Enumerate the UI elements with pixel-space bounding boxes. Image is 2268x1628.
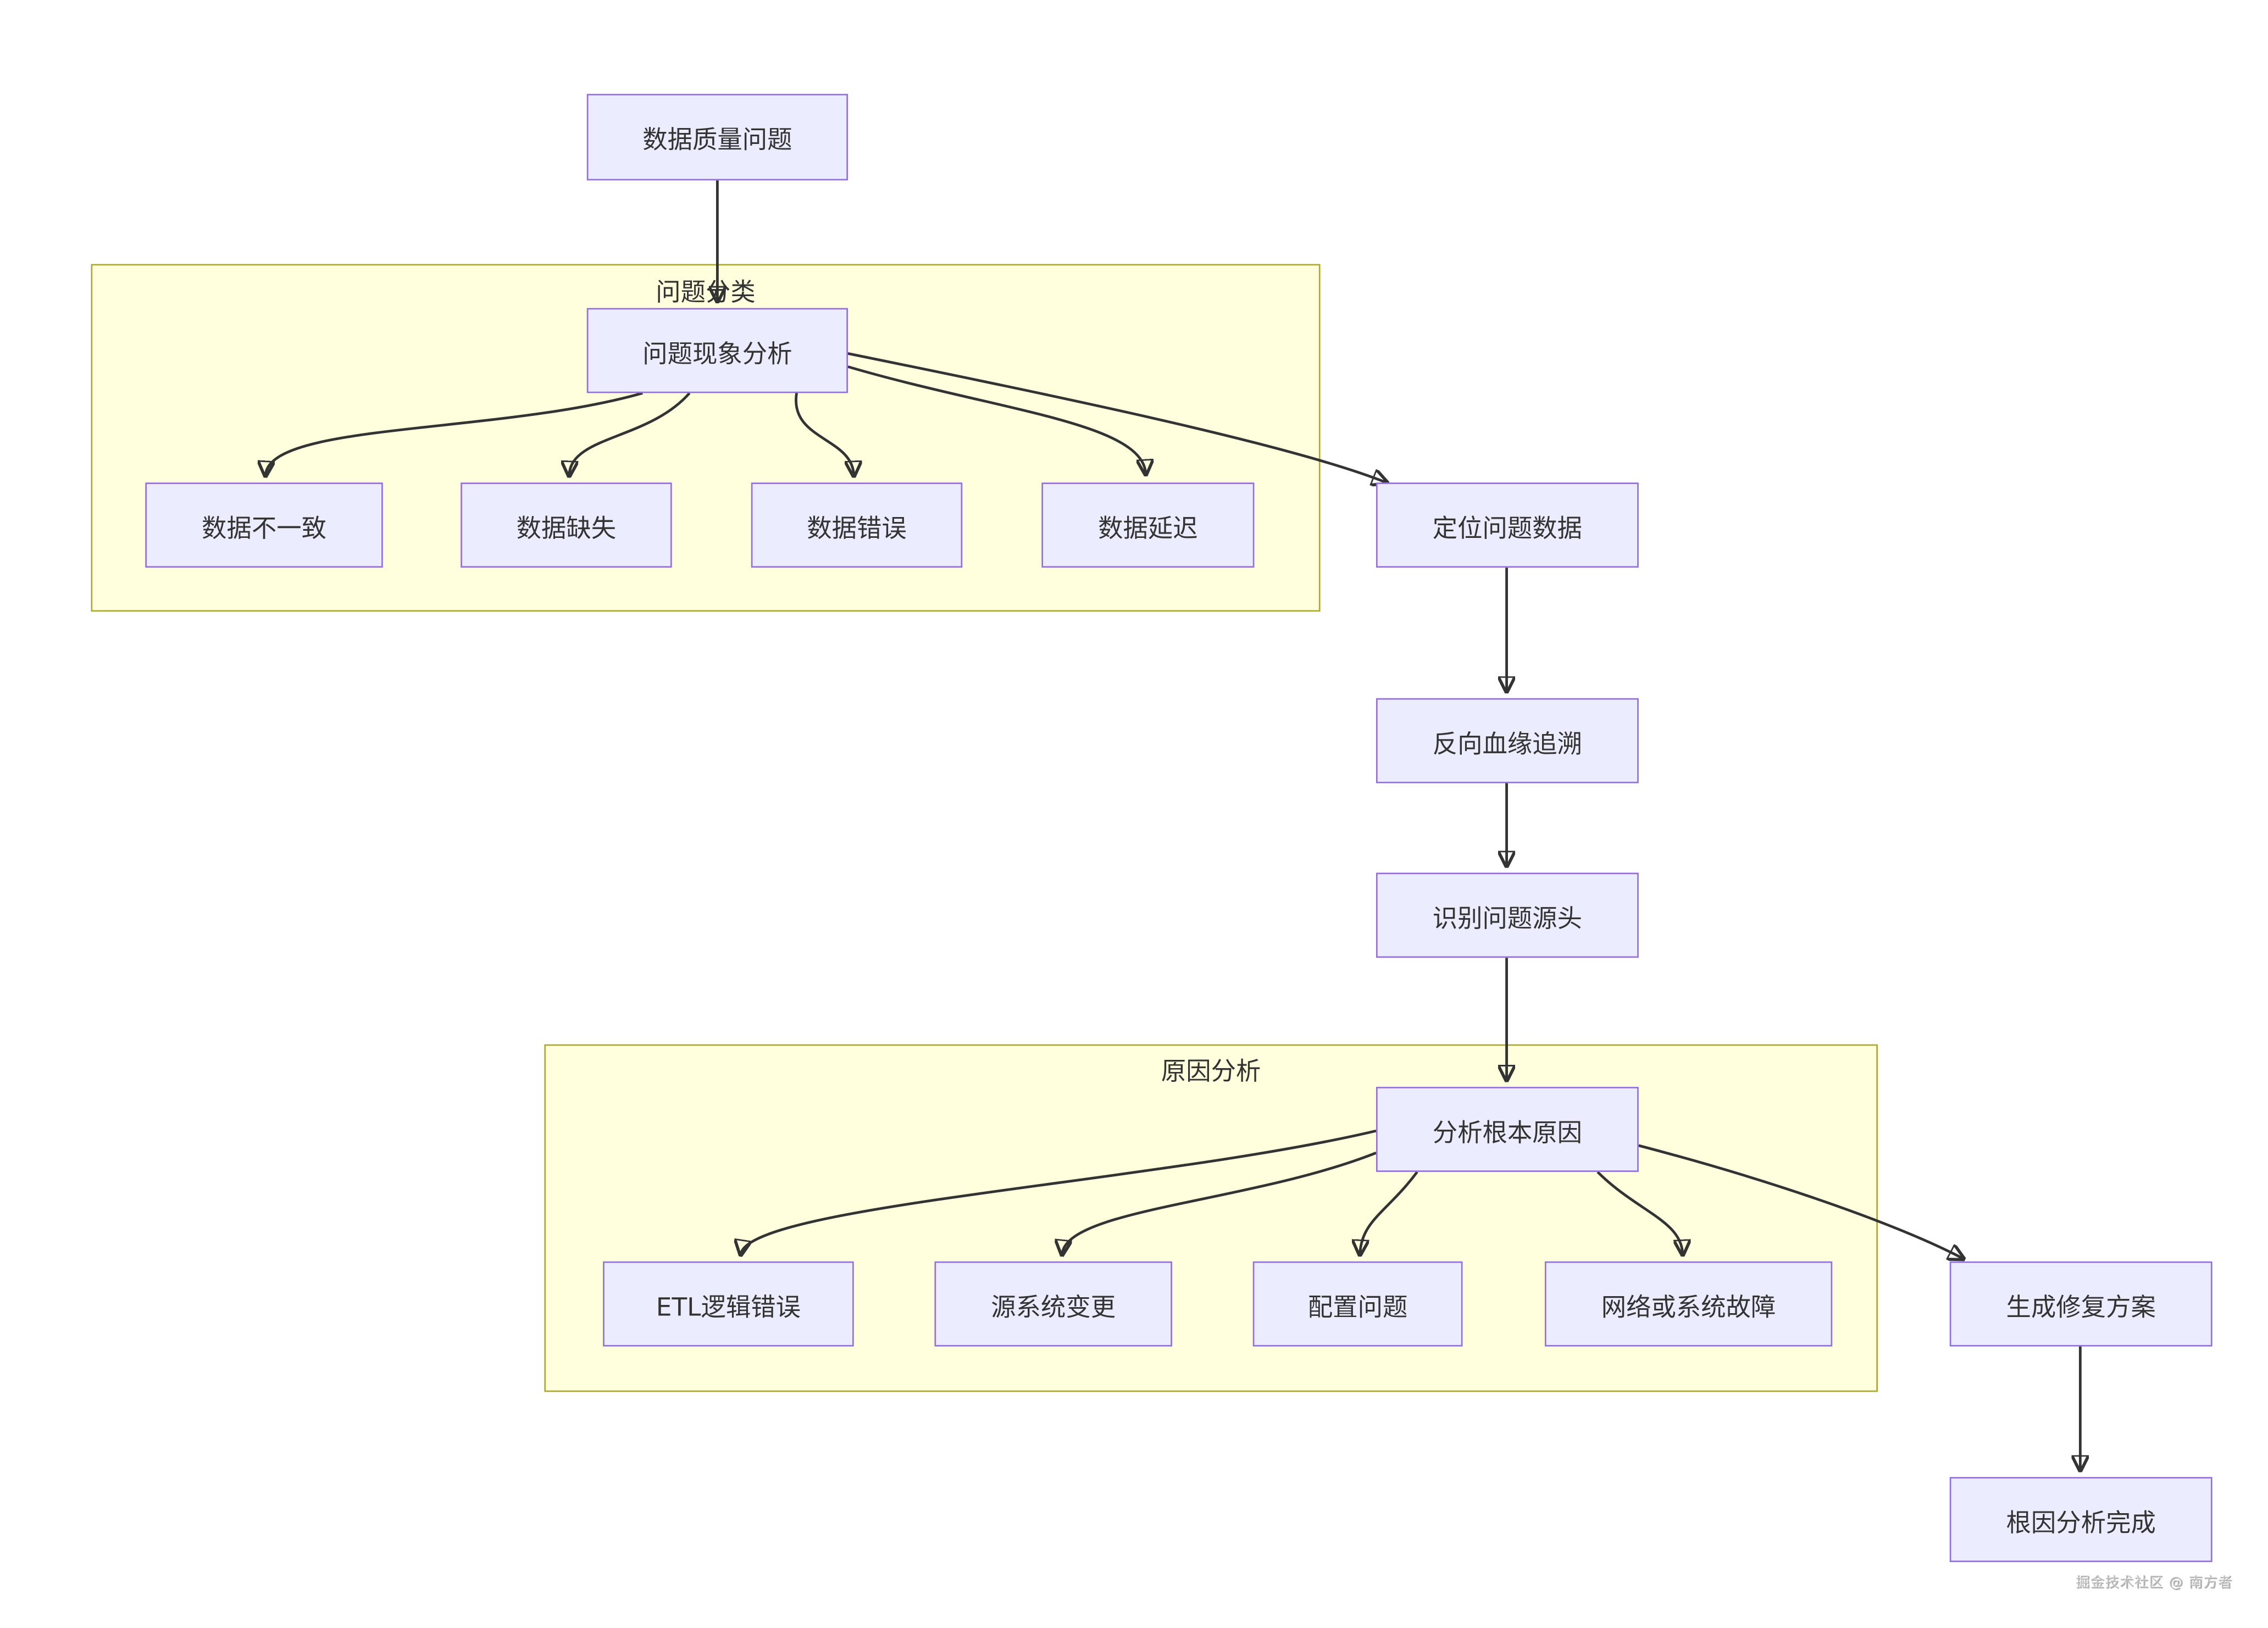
node-label: 问题现象分析 bbox=[642, 339, 792, 369]
node-data-delay: 数据延迟 bbox=[1041, 482, 1255, 568]
edge-rootcause-to-fix bbox=[1638, 1144, 1963, 1259]
node-network-or-system-fault: 网络或系统故障 bbox=[1544, 1261, 1833, 1347]
node-label: 数据错误 bbox=[807, 514, 907, 544]
watermark-text: 掘金技术社区 @ 南方者 bbox=[2076, 1575, 2233, 1592]
node-label: 根因分析完成 bbox=[2006, 1508, 2156, 1538]
node-reverse-lineage-trace: 反向血缘追溯 bbox=[1376, 698, 1639, 784]
node-label: 生成修复方案 bbox=[2006, 1293, 2156, 1323]
node-config-problem: 配置问题 bbox=[1252, 1261, 1463, 1347]
edge-rootcause-to-config bbox=[1360, 1171, 1418, 1254]
edge-phenomenon-to-wrong bbox=[795, 393, 853, 475]
node-data-inconsistent: 数据不一致 bbox=[145, 482, 383, 568]
edge-phenomenon-to-locate bbox=[847, 352, 1387, 482]
node-source-system-change: 源系统变更 bbox=[934, 1261, 1172, 1347]
node-label: ETL逻辑错误 bbox=[656, 1293, 801, 1323]
node-label: 数据质量问题 bbox=[642, 126, 792, 155]
node-label: 识别问题源头 bbox=[1432, 904, 1583, 934]
node-analyze-root-cause: 分析根本原因 bbox=[1376, 1087, 1639, 1172]
edge-rootcause-to-network bbox=[1596, 1171, 1683, 1254]
node-root-cause-analysis-done: 根因分析完成 bbox=[1949, 1477, 2212, 1563]
node-data-quality-issue: 数据质量问题 bbox=[586, 93, 848, 181]
edge-rootcause-to-etl bbox=[741, 1129, 1377, 1254]
node-label: 网络或系统故障 bbox=[1601, 1293, 1776, 1323]
edge-phenomenon-to-inconsistent bbox=[265, 392, 643, 475]
edge-phenomenon-to-missing bbox=[569, 392, 691, 475]
node-label: 数据延迟 bbox=[1098, 514, 1198, 544]
node-data-missing: 数据缺失 bbox=[461, 482, 672, 568]
node-phenomenon-analysis: 问题现象分析 bbox=[586, 308, 848, 393]
node-data-error: 数据错误 bbox=[751, 482, 963, 568]
node-label: 数据缺失 bbox=[516, 514, 617, 544]
node-locate-problem-data: 定位问题数据 bbox=[1376, 482, 1639, 568]
node-identify-problem-source: 识别问题源头 bbox=[1376, 873, 1639, 958]
node-generate-fix-plan: 生成修复方案 bbox=[1949, 1261, 2212, 1347]
node-label: 定位问题数据 bbox=[1432, 514, 1583, 544]
node-label: 分析根本原因 bbox=[1432, 1118, 1583, 1148]
node-label: 数据不一致 bbox=[202, 514, 326, 544]
edge-phenomenon-to-delay bbox=[847, 365, 1146, 474]
node-etl-logic-error: ETL逻辑错误 bbox=[603, 1261, 854, 1347]
node-label: 源系统变更 bbox=[991, 1293, 1116, 1323]
edge-rootcause-to-srcchange bbox=[1062, 1151, 1377, 1254]
node-label: 反向血缘追溯 bbox=[1432, 730, 1583, 759]
node-label: 配置问题 bbox=[1307, 1293, 1408, 1323]
